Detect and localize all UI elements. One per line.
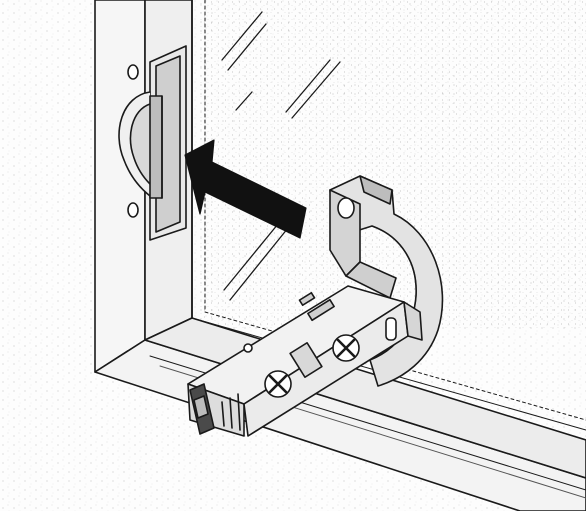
cup-hinge-icon	[187, 175, 444, 437]
mounting-plate	[118, 45, 187, 241]
adjustment-screw-icon	[332, 334, 360, 362]
adjustment-screw-icon	[264, 370, 292, 398]
screw-hole-icon	[127, 64, 139, 80]
insert-arrow-icon	[184, 139, 307, 239]
hinge-pivot-hole	[337, 197, 355, 219]
screw-hole-icon	[127, 202, 139, 218]
glass-panel-icon	[221, 11, 341, 301]
